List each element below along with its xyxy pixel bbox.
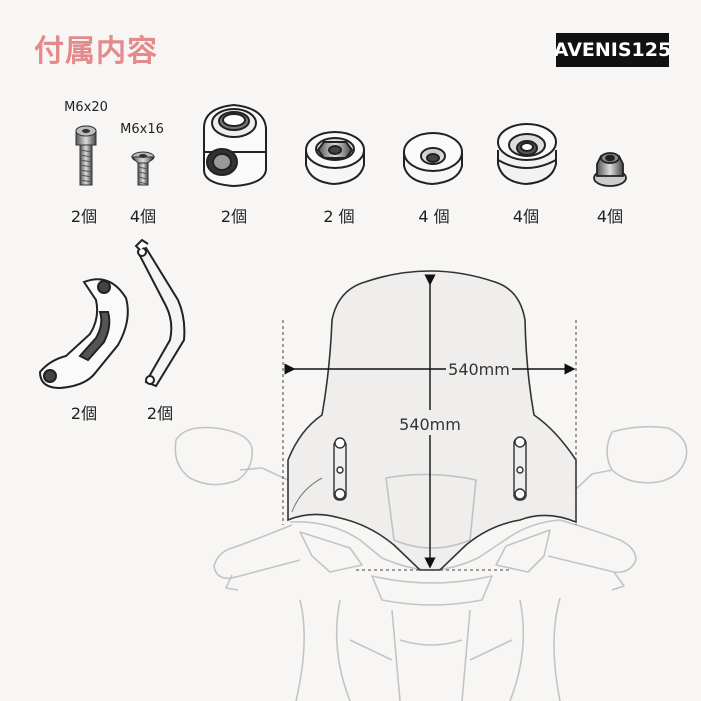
bolt-m6x16-icon: [130, 151, 156, 186]
width-dimension-label: 540mm: [445, 360, 513, 379]
clamp-block-icon: [203, 103, 267, 188]
page-title: 付属内容: [34, 34, 158, 69]
flange-nut-icon: [593, 152, 627, 187]
left-windscreen-stay: [333, 437, 347, 501]
rubber-washer-icon: [403, 132, 463, 186]
model-badge: AVENIS125: [554, 33, 671, 67]
rubber-grommet-icon: [497, 123, 557, 186]
mount-bracket-qty: 2個: [70, 404, 98, 423]
clamp-block-qty: 2個: [220, 207, 248, 226]
bolt-m6x20-qty: 2個: [70, 207, 98, 226]
bolt-m6x16-spec-label: M6x16: [120, 122, 164, 137]
nut-insert-icon: [305, 131, 365, 186]
stay-arm-icon: [134, 238, 186, 388]
right-windscreen-stay: [513, 436, 527, 501]
flange-nut-qty: 4個: [596, 207, 624, 226]
stay-arm-qty: 2個: [146, 404, 174, 423]
rubber-grommet-qty: 4個: [512, 207, 540, 226]
dimension-lines: [282, 274, 577, 571]
windscreen: [287, 270, 577, 571]
rubber-washer-qty: 4 個: [418, 207, 450, 226]
height-dimension-label: 540mm: [396, 415, 464, 434]
bolt-m6x20-spec-label: M6x20: [64, 100, 108, 115]
bolt-m6x16-qty: 4個: [129, 207, 157, 226]
bolt-m6x20-icon: [75, 125, 97, 186]
mount-bracket-icon: [38, 278, 129, 390]
nut-insert-qty: 2 個: [323, 207, 355, 226]
